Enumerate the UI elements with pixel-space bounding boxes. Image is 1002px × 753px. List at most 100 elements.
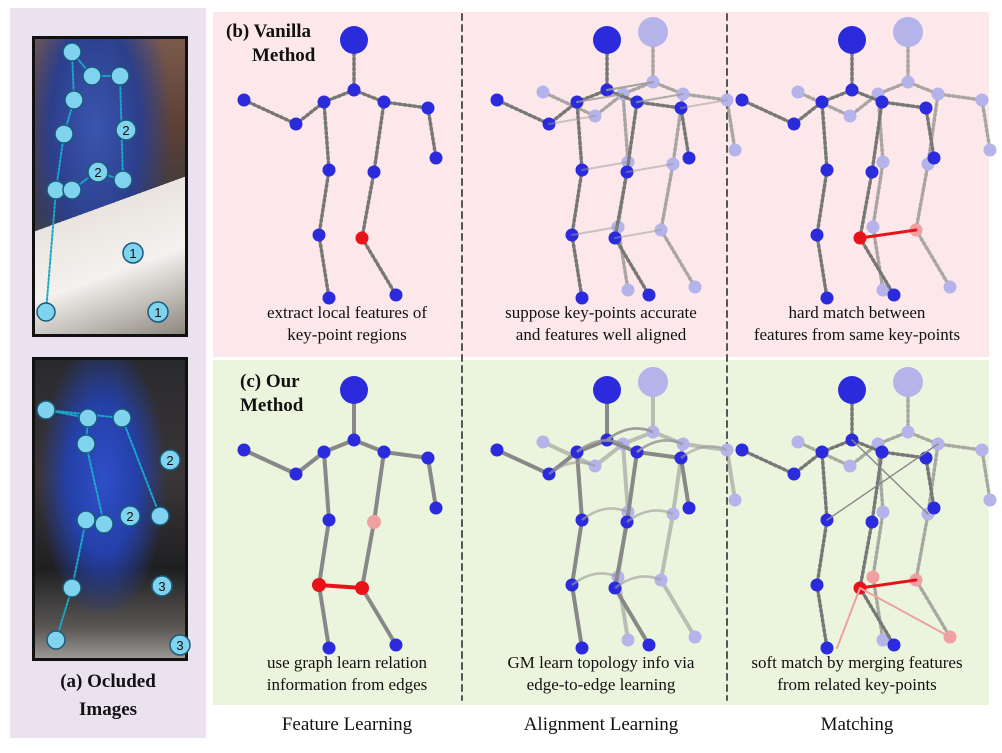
keypoint: [943, 280, 957, 294]
keypoint: [638, 367, 668, 397]
skeleton-edge: [576, 93, 624, 103]
caption-text: features from same key-points: [753, 325, 961, 344]
keypoint: [787, 467, 801, 481]
our-method-title: (c) Our Method: [240, 370, 303, 418]
skeleton-edge: [659, 578, 697, 639]
keypoint: [638, 17, 668, 47]
keypoint: [820, 291, 834, 305]
skeleton-edge: [681, 92, 729, 102]
keypoint: [536, 435, 550, 449]
keypoint: [312, 228, 326, 242]
pose-edge: [85, 443, 105, 525]
keypoint: [593, 376, 621, 404]
top-numbered-keypoint: [87, 161, 109, 183]
our-caption-feature: use graph learn relation information fro…: [222, 652, 472, 696]
skeleton-edge: [621, 442, 630, 514]
soft-match-edge: [836, 587, 861, 649]
edge-to-edge-arc: [614, 575, 662, 589]
skeleton-edge: [820, 100, 829, 172]
skeleton-edge: [317, 233, 331, 300]
keypoint: [728, 143, 742, 157]
skeleton-edge: [871, 510, 885, 579]
vanilla-title-line-2: Method: [252, 45, 316, 66]
bottom-keypoint-number: 3: [176, 638, 183, 653]
bottom-pose-keypoint: [62, 578, 82, 598]
our-method-band: [213, 360, 989, 705]
keypoint: [688, 280, 702, 294]
top-pose-keypoint: [110, 66, 130, 86]
keypoint: [728, 493, 742, 507]
keypoint: [927, 501, 941, 515]
skeleton-edge: [635, 450, 683, 460]
skeleton-edge: [914, 578, 952, 639]
skeleton-edge: [858, 236, 896, 297]
keypoint: [919, 451, 933, 465]
skeleton-edge: [936, 442, 984, 452]
caption-line-2: Images: [78, 699, 138, 720]
keypoint: [289, 117, 303, 131]
skeleton-edge: [914, 228, 952, 289]
skeleton-edge: [317, 583, 331, 650]
keypoint: [893, 17, 923, 47]
skeleton-edge: [659, 228, 697, 289]
keypoint: [876, 505, 890, 519]
skeleton-edge: [871, 160, 885, 229]
keypoint: [317, 445, 331, 459]
skeleton-edge: [871, 575, 885, 642]
keypoint: [983, 143, 997, 157]
keypoint: [810, 228, 824, 242]
bottom-pose-keypoint: [36, 400, 56, 420]
keypoint: [865, 165, 879, 179]
skeleton-edge: [426, 456, 438, 510]
top-keypoint-number: 2: [94, 165, 101, 180]
our-caption-matching: soft match by merging features from rela…: [732, 652, 982, 696]
top-numbered-keypoint: [115, 119, 137, 141]
vanilla-method-title: (b) Vanilla Method: [226, 20, 315, 68]
top-pose-keypoint: [62, 42, 82, 62]
bottom-keypoint-number: 2: [166, 453, 173, 468]
keypoint: [317, 95, 331, 109]
keypoint: [838, 376, 866, 404]
keypoint: [289, 467, 303, 481]
caption-text: hard match between: [788, 303, 926, 322]
skeleton-edge: [360, 170, 376, 240]
bottom-pose-keypoint: [78, 408, 98, 428]
keypoint: [975, 93, 989, 107]
keypoint: [355, 231, 369, 245]
keypoint: [887, 288, 901, 302]
caption-text: edge-to-edge learning: [526, 675, 676, 694]
keypoint: [322, 291, 336, 305]
skeleton-edge: [548, 115, 596, 125]
edge-to-edge-arc: [626, 509, 674, 523]
keypoint: [367, 165, 381, 179]
keypoint: [887, 638, 901, 652]
caption-text: and features well aligned: [515, 325, 687, 344]
relation-edge: [317, 583, 364, 590]
keypoint: [429, 151, 443, 165]
soft-match-edge: [859, 587, 951, 638]
keypoint: [421, 451, 435, 465]
caption-text: from related key-points: [777, 675, 937, 694]
skeleton-edge: [626, 163, 674, 173]
keypoint: [347, 83, 361, 97]
keypoint: [975, 443, 989, 457]
keypoint: [389, 288, 403, 302]
keypoint: [820, 641, 834, 655]
keypoint: [931, 87, 945, 101]
skeleton-edge: [725, 98, 737, 152]
keypoint: [642, 638, 656, 652]
edge-to-edge-arc: [548, 461, 596, 475]
top-pose-keypoint: [62, 180, 82, 200]
skeleton-edge: [740, 98, 796, 126]
skeleton-edge: [581, 161, 629, 171]
skeleton-edge: [636, 93, 684, 103]
caption-text: suppose key-points accurate: [505, 303, 697, 322]
keypoint: [355, 581, 369, 595]
keypoint: [876, 283, 890, 297]
skeleton-edge: [858, 520, 874, 590]
skeleton-edge: [575, 100, 584, 172]
our-caption-alignment: GM learn topology info via edge-to-edge …: [476, 652, 726, 696]
skeleton-edge: [980, 448, 992, 502]
top-pose-keypoint: [82, 66, 102, 86]
keypoint: [347, 433, 361, 447]
